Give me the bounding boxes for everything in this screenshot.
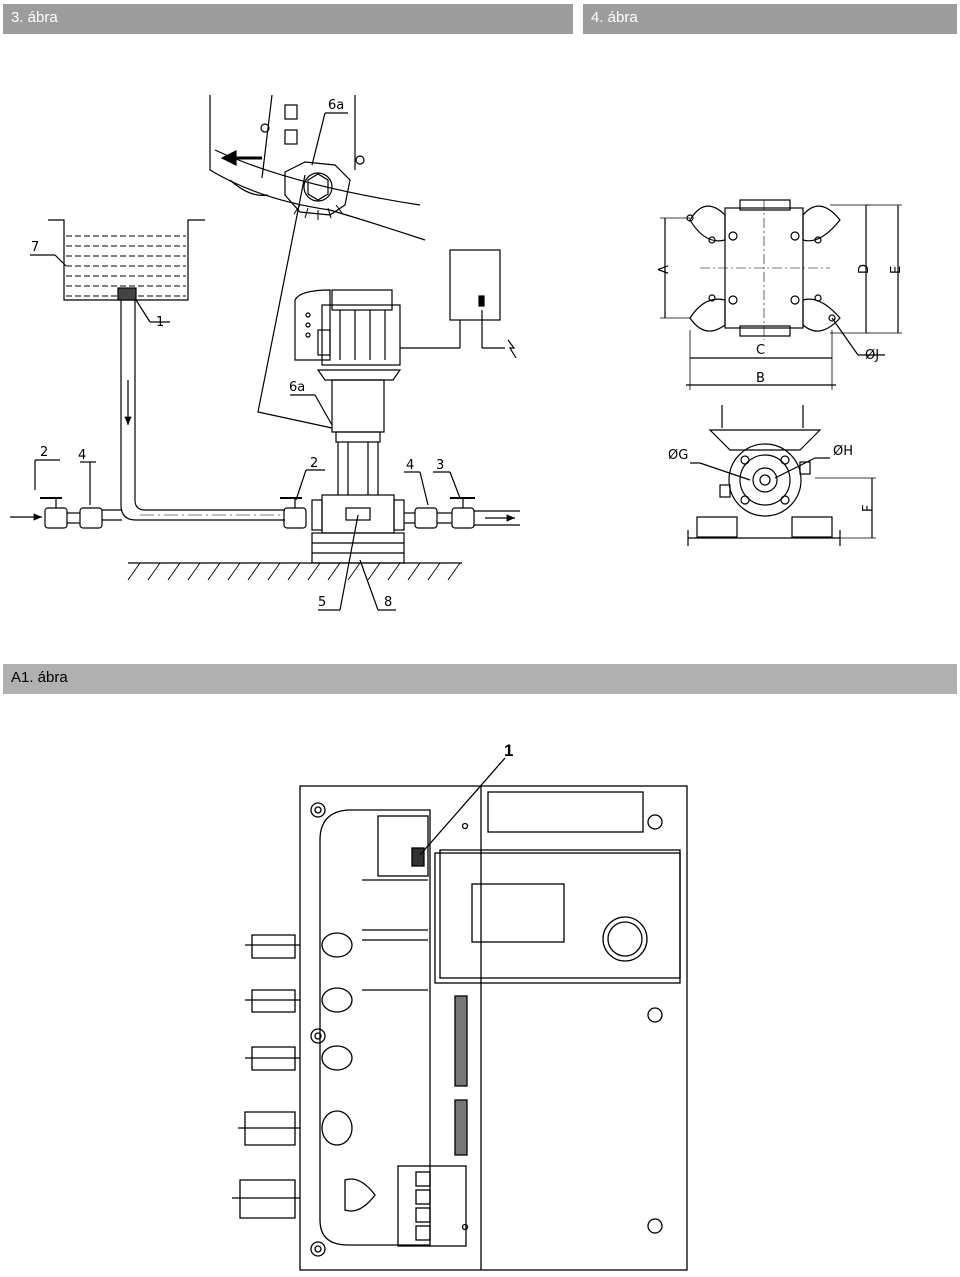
inlet-valves — [10, 459, 122, 529]
figure-4-dimension-drawing: A C B D E ØJ — [657, 199, 904, 546]
suction-pipe — [120, 300, 285, 521]
pump — [294, 289, 405, 534]
label-6a-top: 6a — [328, 98, 344, 113]
dim-F: F — [861, 505, 876, 512]
figure-4-header: 4. ábra — [583, 4, 957, 34]
figure-3-installation-drawing: 6a 7 1 — [10, 94, 520, 611]
foundation — [127, 514, 462, 611]
figure-a1-terminal-box — [232, 757, 688, 1271]
vent-plug-detail — [209, 94, 426, 241]
dim-D: D — [857, 264, 872, 274]
label-3: 3 — [436, 458, 444, 473]
label-5: 5 — [318, 595, 326, 610]
label-2-right: 2 — [310, 456, 318, 471]
top-view — [660, 199, 902, 390]
label-1-a1: 1 — [504, 741, 513, 760]
figure-3-header: 3. ábra — [3, 4, 573, 34]
label-7: 7 — [31, 240, 39, 255]
dim-G: ØG — [668, 448, 688, 463]
label-4-left: 4 — [78, 448, 86, 463]
dim-J: ØJ — [865, 348, 879, 363]
dim-C: C — [756, 343, 765, 358]
label-1-fig3: 1 — [156, 315, 164, 330]
dim-E: E — [889, 266, 904, 274]
outlet-valves — [280, 469, 520, 529]
dim-H: ØH — [833, 444, 853, 459]
label-8: 8 — [384, 595, 392, 610]
control-box — [400, 249, 517, 359]
label-2-left: 2 — [40, 445, 48, 460]
label-4-right: 4 — [406, 458, 414, 473]
figure-a1-header: A1. ábra — [3, 664, 957, 694]
label-6a-mid: 6a — [289, 380, 305, 395]
dim-B: B — [756, 371, 765, 386]
tank — [30, 219, 205, 323]
dim-A: A — [657, 265, 672, 274]
side-view — [687, 405, 876, 546]
